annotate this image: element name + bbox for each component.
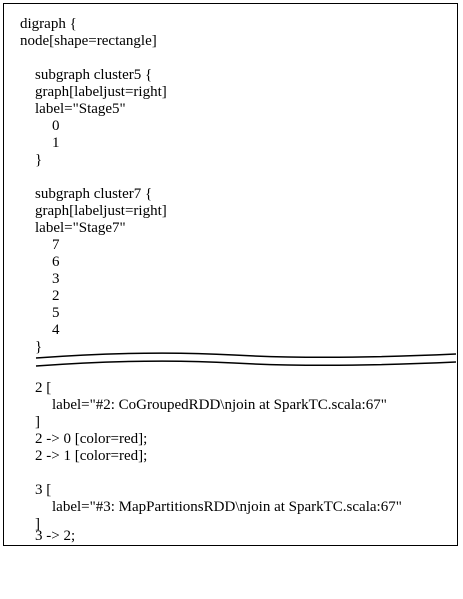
- code-line: 2: [52, 288, 60, 304]
- content-break-marker: [35, 352, 456, 367]
- code-line: 6: [52, 254, 60, 270]
- code-line: 2 [: [35, 380, 52, 396]
- code-line: label="Stage5": [35, 101, 126, 117]
- code-line: node[shape=rectangle]: [20, 33, 157, 49]
- code-line: ]: [35, 414, 40, 430]
- code-listing: digraph { node[shape=rectangle] subgraph…: [4, 4, 457, 599]
- code-line: label="Stage7": [35, 220, 126, 236]
- code-line: ]: [35, 516, 40, 532]
- code-line: 3: [52, 271, 60, 287]
- code-line: graph[labeljust=right]: [35, 203, 167, 219]
- code-listing-frame: digraph { node[shape=rectangle] subgraph…: [3, 3, 458, 546]
- code-line: }: [35, 152, 43, 168]
- code-line: label="#2: CoGroupedRDD\njoin at SparkTC…: [52, 397, 387, 413]
- code-line: 4: [52, 322, 60, 338]
- code-line: 1: [52, 135, 60, 151]
- code-line: subgraph cluster5 {: [35, 67, 153, 83]
- code-line: 3 -> 2;: [35, 528, 76, 544]
- code-line: 7: [52, 237, 60, 253]
- code-line: subgraph cluster7 {: [35, 186, 153, 202]
- code-line: 2 -> 0 [color=red];: [35, 431, 148, 447]
- code-line: label="#3: MapPartitionsRDD\njoin at Spa…: [52, 499, 402, 515]
- code-line: 0: [52, 118, 60, 134]
- code-line: 2 -> 1 [color=red];: [35, 448, 148, 464]
- code-line: }: [35, 339, 43, 355]
- code-line: 5: [52, 305, 60, 321]
- code-line: digraph {: [20, 16, 77, 32]
- code-line: graph[labeljust=right]: [35, 84, 167, 100]
- code-line: 3 [: [35, 482, 52, 498]
